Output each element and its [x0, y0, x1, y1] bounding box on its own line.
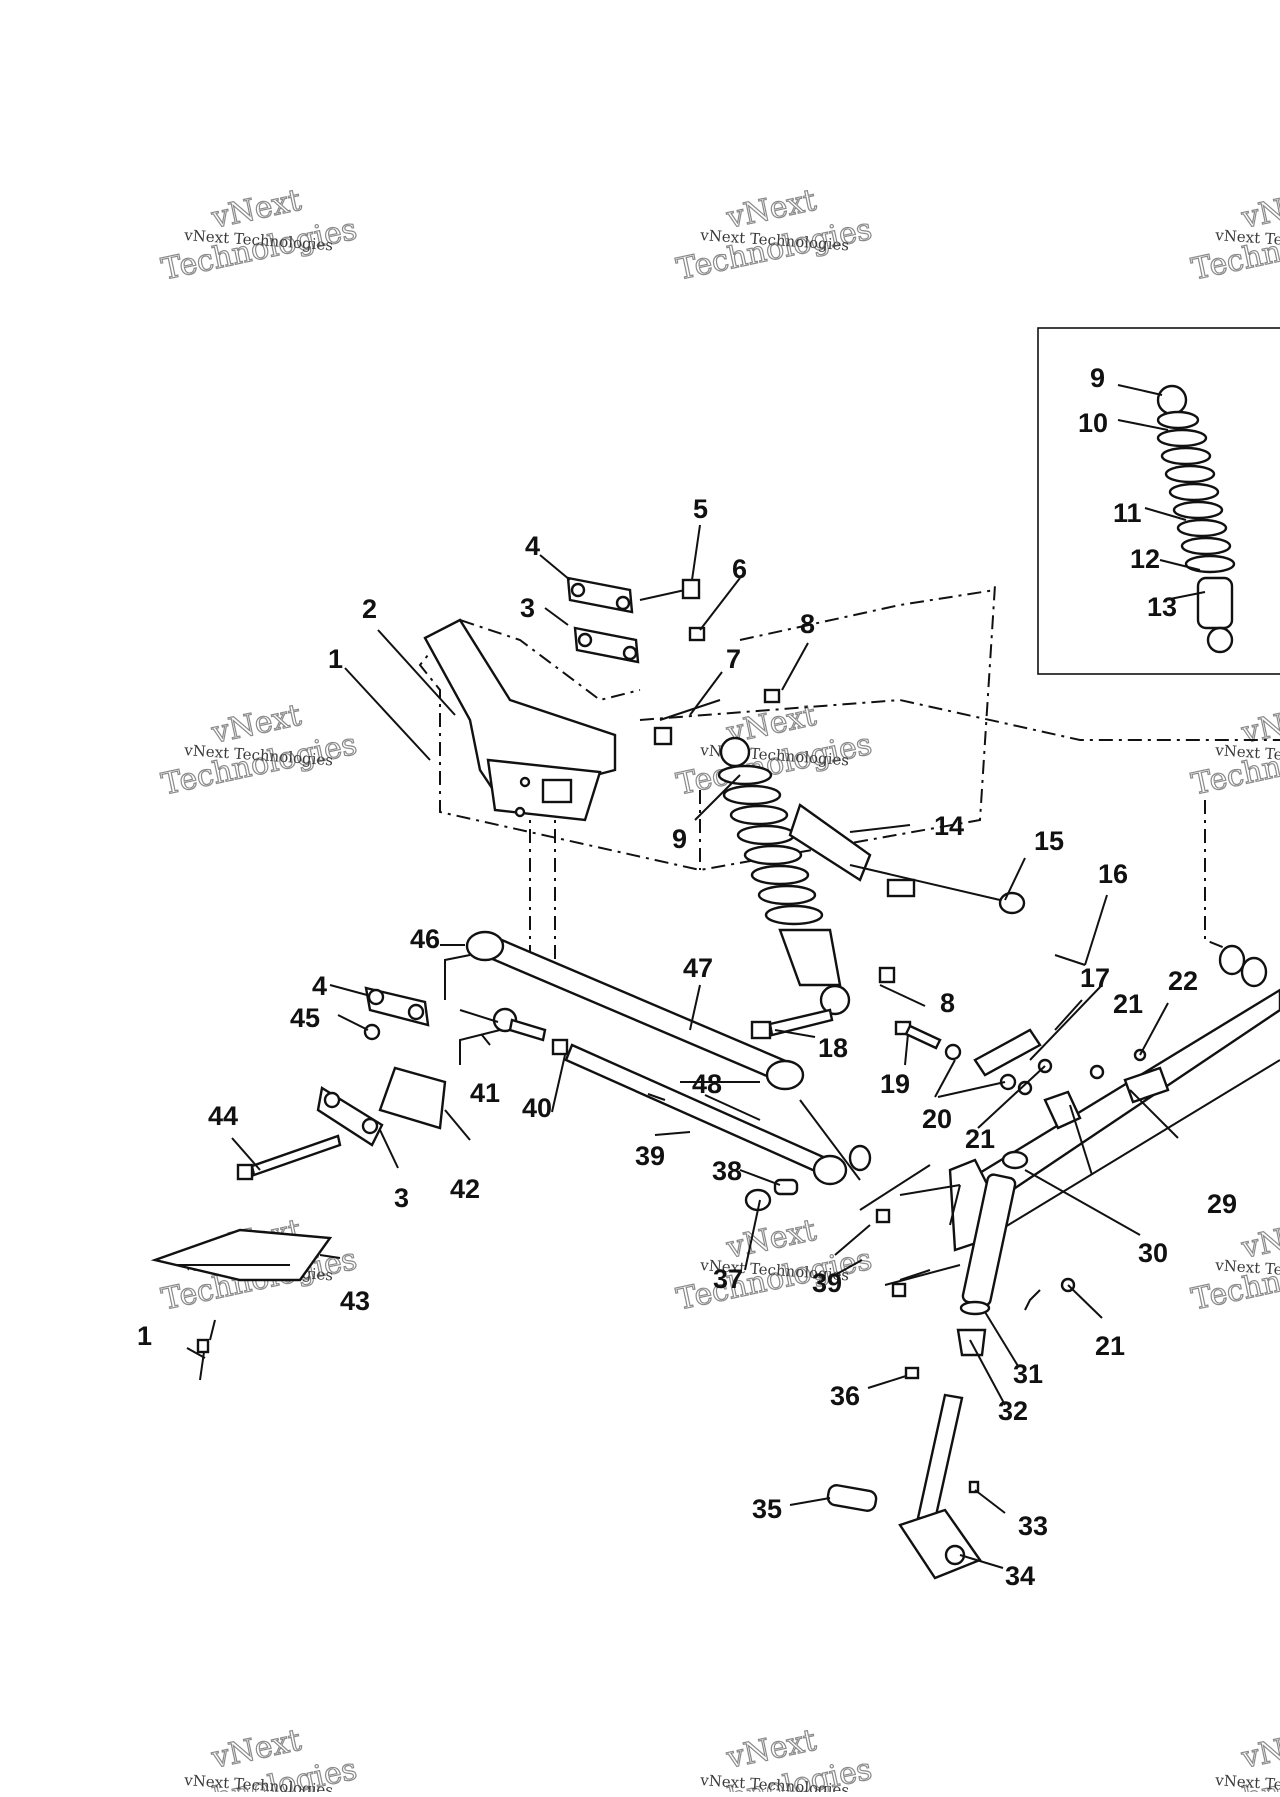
callout-7: 7 [726, 644, 741, 674]
callout-1: 1 [328, 644, 343, 674]
leader-assembly-lines [444, 954, 1041, 1311]
watermark-small: vNext Technologies [1214, 1771, 1280, 1792]
callout-45: 45 [290, 1003, 320, 1033]
rod-end-41 [492, 1007, 569, 1056]
callout-8b: 8 [940, 988, 955, 1018]
callout-46: 46 [410, 924, 440, 954]
leader-lines [186, 384, 1206, 1569]
callout-38: 38 [712, 1156, 742, 1186]
callout-17: 17 [1080, 963, 1110, 993]
inset-callout-12: 12 [1130, 544, 1160, 574]
callout-22: 22 [1168, 966, 1198, 996]
callout-20: 20 [922, 1104, 952, 1134]
frame-outline [418, 584, 1280, 960]
callout-36: 36 [830, 1381, 860, 1411]
watermark-big-a: vNext [1238, 1723, 1280, 1776]
washers-and-nuts [944, 1043, 1147, 1293]
front-bracket [423, 618, 617, 822]
inset-callout-11: 11 [1113, 498, 1142, 528]
callout-1b: 1 [137, 1321, 152, 1351]
shock-detail-inset [1037, 327, 1280, 675]
callout-9: 9 [672, 824, 687, 854]
callout-4b: 4 [312, 971, 327, 1001]
callout-37: 37 [713, 1264, 743, 1294]
callout-48: 48 [692, 1069, 722, 1099]
callout-35: 35 [752, 1494, 782, 1524]
callout-5: 5 [693, 494, 708, 524]
upper-link-plates [566, 576, 781, 746]
callout-41: 41 [470, 1078, 500, 1108]
callout-2: 2 [362, 594, 377, 624]
main-shock-absorber [717, 736, 896, 1016]
callout-39b: 39 [812, 1268, 842, 1298]
callout-34: 34 [1005, 1561, 1035, 1591]
callout-40: 40 [522, 1093, 552, 1123]
front-spindle [826, 1150, 1029, 1580]
callout-39: 39 [635, 1141, 665, 1171]
callout-3b: 3 [394, 1183, 409, 1213]
skid-plate-43 [150, 1228, 333, 1381]
callout-42: 42 [450, 1174, 480, 1204]
callout-numbers: 1 2 3 4 5 6 7 8 9 14 15 16 17 8 18 19 20… [137, 363, 1237, 1591]
callout-18: 18 [818, 1033, 848, 1063]
bolt-19 [894, 1020, 942, 1050]
callout-32: 32 [998, 1396, 1028, 1426]
callout-21b: 21 [965, 1124, 995, 1154]
callout-14: 14 [934, 811, 964, 841]
inset-callout-10: 10 [1078, 408, 1108, 438]
left-links [236, 986, 447, 1181]
clevis-17 [973, 1028, 1042, 1077]
callout-16: 16 [1098, 859, 1128, 889]
callout-15: 15 [1034, 826, 1064, 856]
inset-callout-9: 9 [1090, 363, 1105, 393]
callout-21c: 21 [1095, 1331, 1125, 1361]
callout-30: 30 [1138, 1238, 1168, 1268]
callout-3: 3 [520, 593, 535, 623]
callout-33: 33 [1018, 1511, 1048, 1541]
inset-frame [1037, 327, 1280, 675]
callout-19: 19 [880, 1069, 910, 1099]
upper-arm-47 [465, 930, 805, 1091]
callout-44: 44 [208, 1101, 238, 1131]
callout-8: 8 [800, 609, 815, 639]
callout-6: 6 [732, 554, 747, 584]
callout-43: 43 [340, 1286, 370, 1316]
callout-29: 29 [1207, 1189, 1237, 1219]
callout-47: 47 [683, 953, 713, 983]
callout-4: 4 [525, 531, 540, 561]
callout-21a: 21 [1113, 989, 1143, 1019]
inset-shock-drawing [1156, 384, 1236, 654]
callout-31: 31 [1013, 1359, 1043, 1389]
right-rail [958, 944, 1280, 1231]
inset-callout-13: 13 [1147, 592, 1177, 622]
bolt-18 [750, 1008, 834, 1040]
